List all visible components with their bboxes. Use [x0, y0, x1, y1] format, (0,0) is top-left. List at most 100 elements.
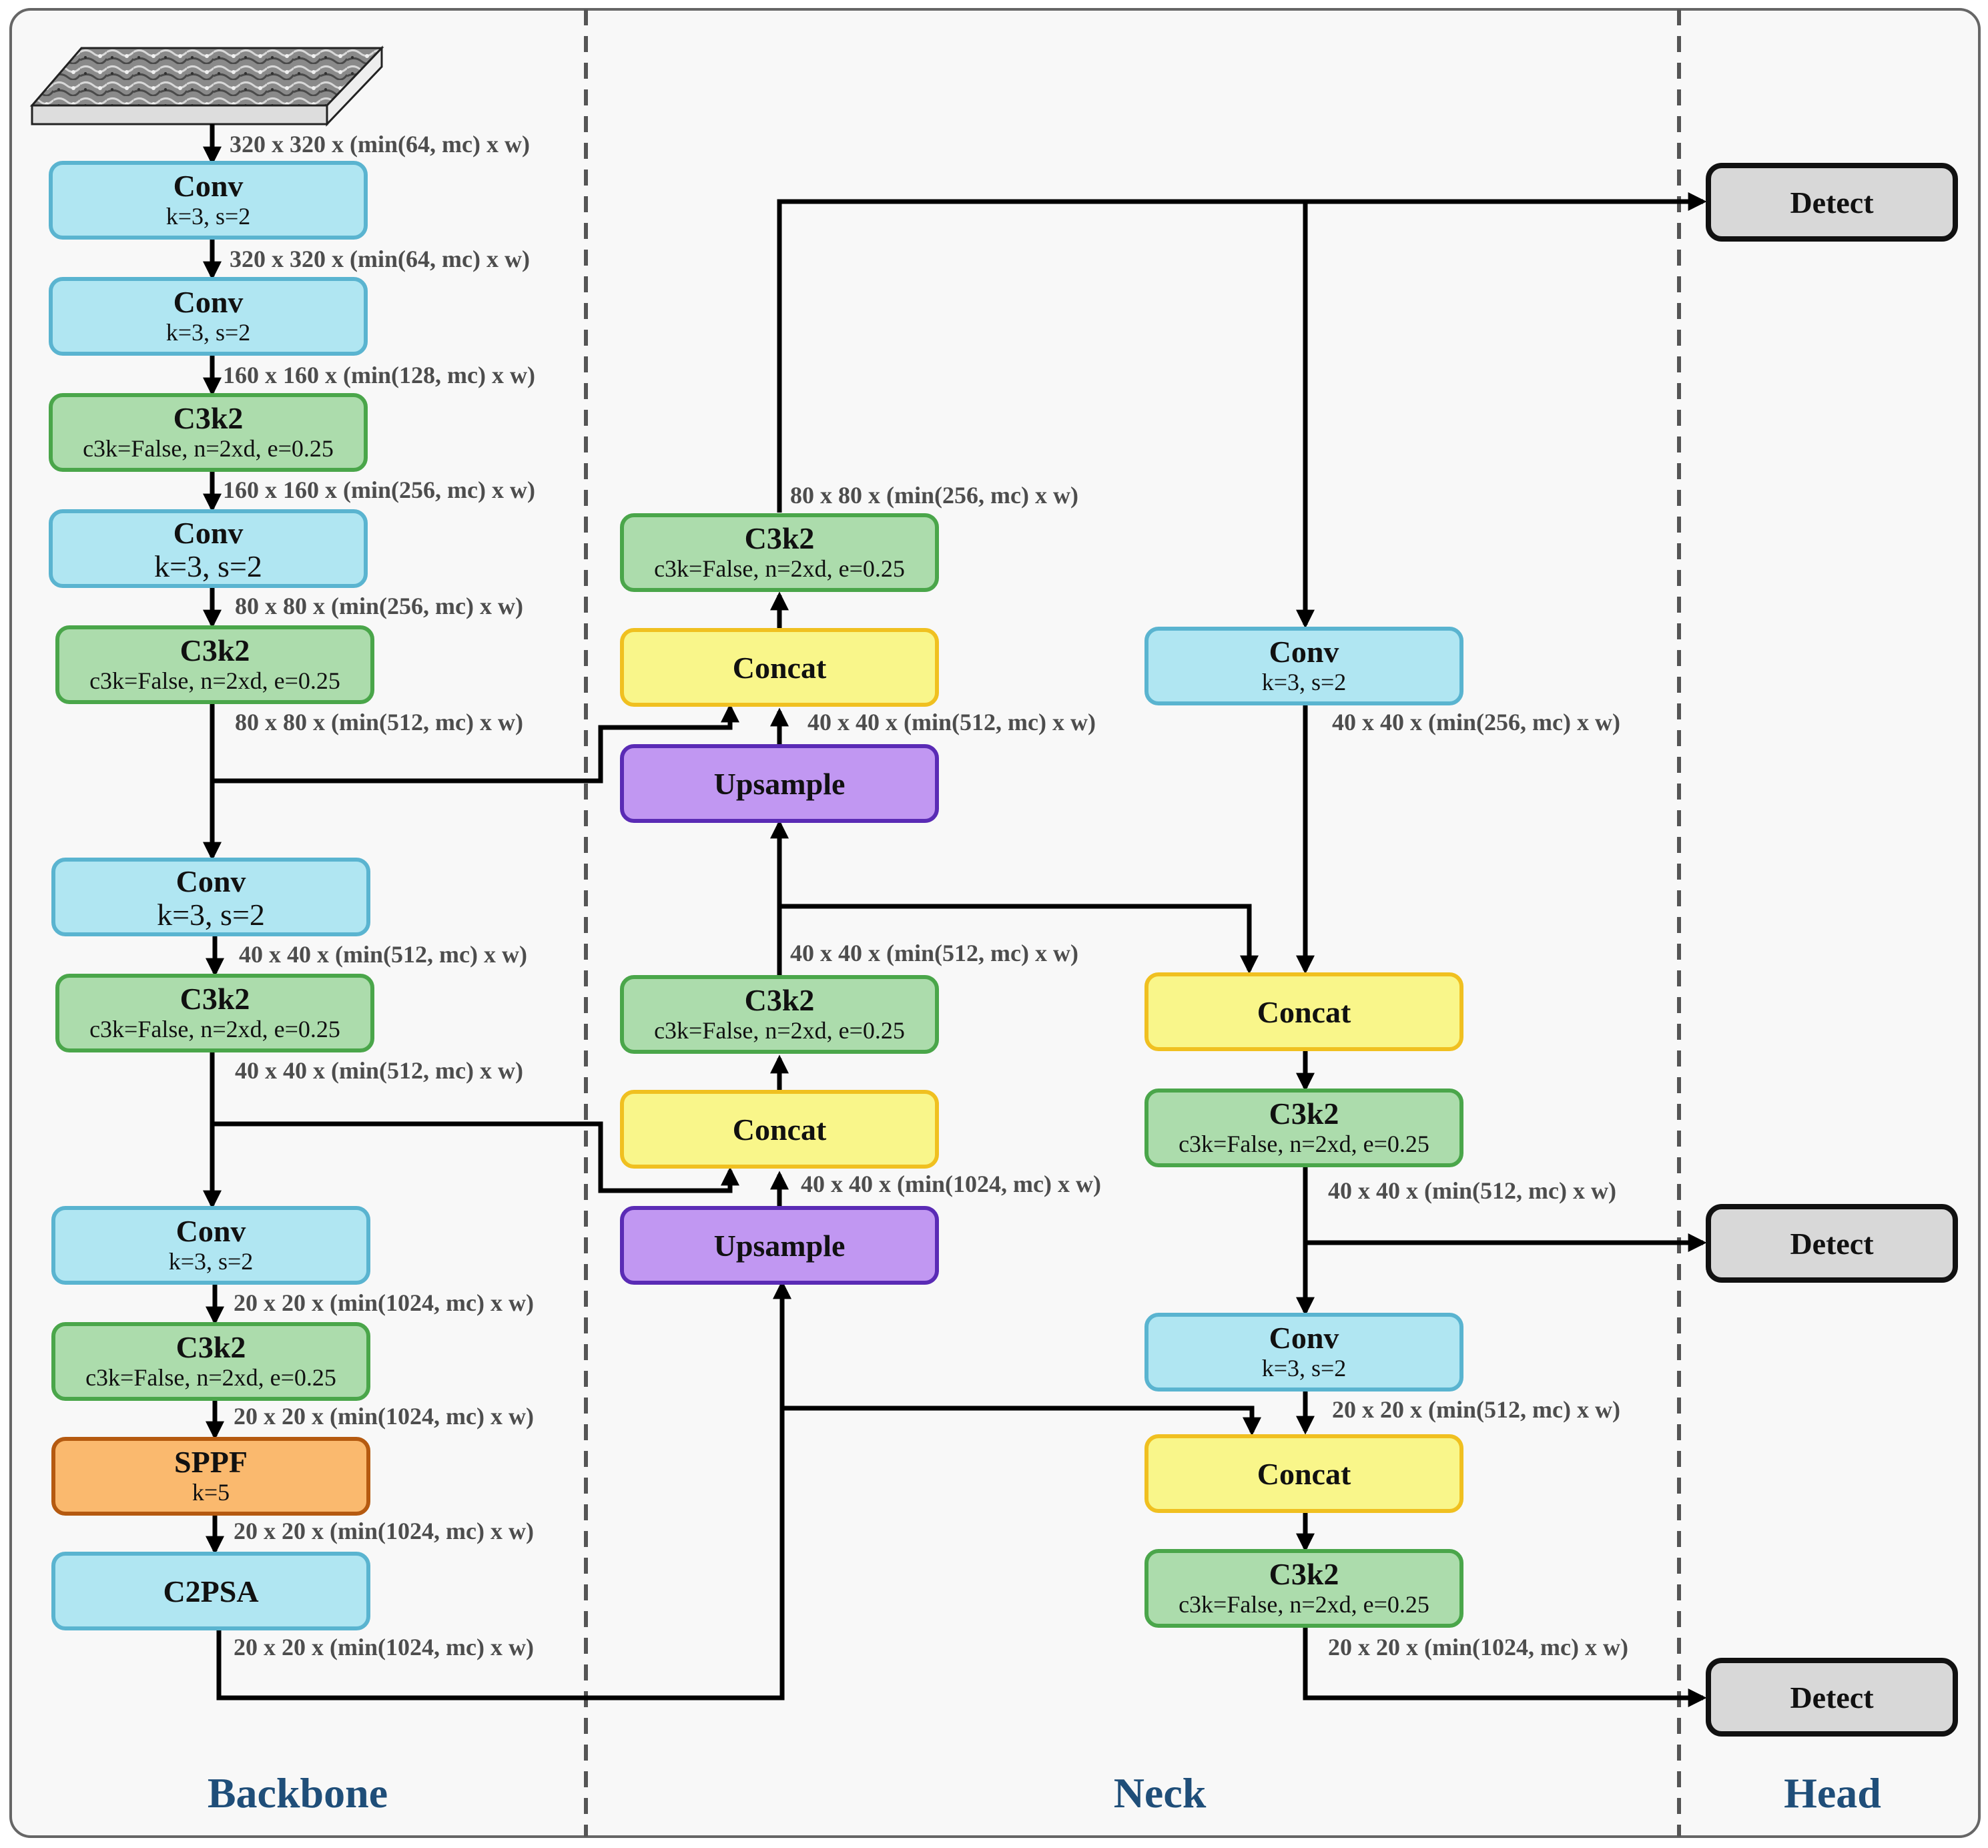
- detect-box: [1706, 1658, 1958, 1737]
- conv-box: [49, 161, 368, 240]
- node-params: k=3, s=2: [166, 203, 251, 230]
- node-params: k=5: [192, 1479, 230, 1506]
- tensor-shape-label: 20 x 20 x (min(1024, mc) x w): [234, 1518, 534, 1544]
- edge-p3-to-concat1: [212, 703, 739, 784]
- tensor-shape-label: 40 x 40 x (min(512, mc) x w): [1328, 1177, 1616, 1204]
- c3k2-box: [49, 393, 368, 472]
- tensor-shape-label: 160 x 160 x (min(256, mc) x w): [223, 477, 535, 503]
- node-title: Concat: [733, 651, 827, 685]
- input-image-icon: [29, 45, 384, 127]
- node-title: Concat: [1257, 995, 1351, 1029]
- tensor-shape-label: 40 x 40 x (min(512, mc) x w): [235, 1057, 523, 1084]
- node-params: k=3, s=2: [1262, 669, 1347, 695]
- node-h-detect-2: Detect: [1706, 1204, 1958, 1283]
- c3k2-box: [620, 975, 939, 1054]
- node-params: c3k=False, n=2xd, e=0.25: [89, 667, 340, 694]
- tensor-shape-label: 40 x 40 x (min(512, mc) x w): [790, 940, 1078, 966]
- node-params: c3k=False, n=2xd, e=0.25: [654, 1017, 905, 1044]
- concat-box: [620, 1090, 939, 1169]
- section-title-neck: Neck: [1114, 1769, 1207, 1817]
- node-title: SPPF: [174, 1445, 248, 1479]
- edges: [203, 124, 1707, 1707]
- tensor-shape-label: 40 x 40 x (min(512, mc) x w): [239, 941, 527, 968]
- c3k2-box: [51, 1322, 370, 1401]
- section-title-backbone: Backbone: [208, 1769, 388, 1817]
- edge-c3k2-r2-to-detect3: [1303, 1626, 1707, 1707]
- node-params: c3k=False, n=2xd, e=0.25: [1179, 1591, 1429, 1618]
- tensor-shape-label: 160 x 160 x (min(128, mc) x w): [223, 362, 535, 388]
- edge-c2psa-to-upsample2: [216, 1280, 791, 1701]
- node-title: C3k2: [174, 401, 244, 435]
- edge-c3k2-top-to-detect1: [777, 192, 1707, 513]
- node-title: Detect: [1790, 186, 1874, 220]
- conv-box: [51, 858, 370, 936]
- node-params: c3k=False, n=2xd, e=0.25: [654, 555, 905, 582]
- conv-box: [49, 277, 368, 356]
- node-params: c3k=False, n=2xd, e=0.25: [1179, 1131, 1429, 1157]
- diagram-frame: [9, 8, 1981, 1838]
- node-title: Conv: [174, 169, 244, 203]
- node-title: Conv: [174, 285, 244, 319]
- node-title: Conv: [176, 864, 246, 898]
- tensor-shape-label: 20 x 20 x (min(512, mc) x w): [1332, 1396, 1620, 1423]
- node-title: Conv: [174, 516, 244, 550]
- node-title: Concat: [1257, 1457, 1351, 1491]
- node-params: k=3, s=2: [154, 549, 262, 583]
- conv-box: [1144, 1313, 1463, 1392]
- tensor-shape-label: 80 x 80 x (min(256, mc) x w): [235, 593, 523, 619]
- c3k2-box: [55, 625, 374, 704]
- node-b-c2psa: C2PSA: [51, 1552, 370, 1630]
- node-h-detect-3: Detect: [1706, 1658, 1958, 1737]
- concat-box: [1144, 1434, 1463, 1513]
- node-title: Detect: [1790, 1227, 1874, 1261]
- node-title: C3k2: [176, 1330, 246, 1364]
- node-params: k=3, s=2: [166, 319, 251, 346]
- node-title: C3k2: [1269, 1097, 1339, 1131]
- node-title: Conv: [1269, 635, 1339, 669]
- node-title: Upsample: [714, 767, 846, 801]
- conv-box: [1144, 627, 1463, 705]
- c3k2-box: [620, 513, 939, 592]
- sppf-box: [51, 1437, 370, 1516]
- c3k2-box: [55, 974, 374, 1052]
- tensor-shape-label: 40 x 40 x (min(512, mc) x w): [807, 709, 1096, 735]
- node-n-concat-2: Concat: [620, 1090, 939, 1169]
- detect-box: [1706, 163, 1958, 242]
- tensor-shape-label: 80 x 80 x (min(512, mc) x w): [235, 709, 523, 735]
- node-title: Conv: [1269, 1321, 1339, 1355]
- upsample-box: [620, 744, 939, 823]
- node-title: Upsample: [714, 1229, 846, 1263]
- node-h-detect-1: Detect: [1706, 163, 1958, 242]
- concat-box: [620, 628, 939, 707]
- node-params: c3k=False, n=2xd, e=0.25: [85, 1364, 336, 1391]
- node-title: Detect: [1790, 1680, 1874, 1715]
- node-title: C3k2: [180, 982, 250, 1016]
- node-params: k=3, s=2: [1262, 1355, 1347, 1381]
- conv-box: [51, 1552, 370, 1630]
- edge-p4-to-concat2: [212, 1121, 739, 1193]
- section-title-head: Head: [1784, 1769, 1881, 1817]
- c3k2-box: [1144, 1549, 1463, 1628]
- node-params: c3k=False, n=2xd, e=0.25: [83, 435, 334, 462]
- node-title: C3k2: [745, 983, 815, 1017]
- tensor-shape-label: 20 x 20 x (min(1024, mc) x w): [234, 1403, 534, 1430]
- conv-box: [51, 1206, 370, 1285]
- upsample-box: [620, 1206, 939, 1285]
- c3k2-box: [1144, 1089, 1463, 1167]
- tensor-shape-label: 40 x 40 x (min(1024, mc) x w): [801, 1171, 1101, 1197]
- node-title: C3k2: [1269, 1557, 1339, 1591]
- node-title: Concat: [733, 1113, 827, 1147]
